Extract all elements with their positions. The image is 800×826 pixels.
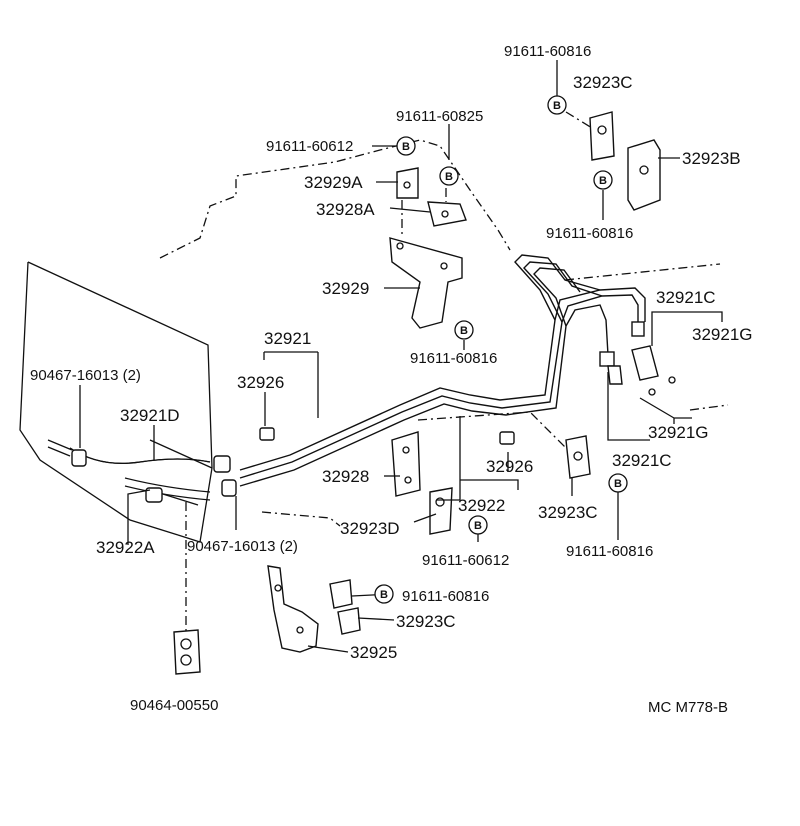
label-90467-16013-bot: 90467-16013 (2) <box>187 538 298 555</box>
label-32921: 32921 <box>264 329 311 348</box>
label-32929: 32929 <box>322 279 369 298</box>
label-32928: 32928 <box>322 467 369 486</box>
clamp-90464-00550 <box>173 629 201 675</box>
label-32926-left: 32926 <box>237 373 284 392</box>
hose-clamp-left <box>71 449 237 503</box>
label-32921C-top: 32921C <box>656 288 716 307</box>
label-32923B: 32923B <box>682 149 741 168</box>
label-32925: 32925 <box>350 643 397 662</box>
label-32921C-bot: 32921C <box>612 451 672 470</box>
label-32929A: 32929A <box>304 173 363 192</box>
label-32921G-bot: 32921G <box>648 423 709 442</box>
grommet-32926 <box>259 427 515 445</box>
svg-text:B: B <box>553 100 561 112</box>
label-91611-60816-top: 91611-60816 <box>504 43 591 60</box>
svg-text:B: B <box>474 520 482 532</box>
label-91611-60612-top: 91611-60612 <box>266 138 353 155</box>
label-90464-00550: 90464-00550 <box>130 697 218 714</box>
label-91611-60816-br: 91611-60816 <box>566 543 653 560</box>
vehicle-floor-outline <box>159 139 729 640</box>
svg-text:B: B <box>460 325 468 337</box>
bolt-callout-5: B <box>454 320 474 340</box>
bolt-callout-6: B <box>608 473 628 493</box>
label-32921G-top: 32921G <box>692 325 753 344</box>
bolt-callout-3: B <box>396 136 416 156</box>
label-32922A: 32922A <box>96 538 155 557</box>
label-32928A: 32928A <box>316 200 375 219</box>
label-91611-60816-right: 91611-60816 <box>546 225 633 242</box>
label-90467-16013-top: 90467-16013 (2) <box>30 367 141 384</box>
label-32923C-low: 32923C <box>396 612 456 631</box>
leader-lines <box>79 60 723 653</box>
frame-outline <box>19 261 213 543</box>
label-32921D: 32921D <box>120 406 180 425</box>
clip-32923C-right <box>565 435 591 479</box>
label-32922: 32922 <box>458 496 505 515</box>
svg-text:B: B <box>402 141 410 153</box>
guide-32923C-top <box>565 111 593 129</box>
label-32923D: 32923D <box>340 519 400 538</box>
bracket-32923B <box>627 139 661 211</box>
svg-text:B: B <box>445 171 453 183</box>
label-32923C-right: 32923C <box>538 503 598 522</box>
label-91611-60816-mid: 91611-60816 <box>410 350 497 367</box>
svg-text:B: B <box>614 478 622 490</box>
label-91611-60612-bot: 91611-60612 <box>422 552 509 569</box>
bracket-32929 <box>389 237 463 329</box>
label-91611-60816-low: 91611-60816 <box>402 588 489 605</box>
flex-hose-32921D <box>47 439 211 501</box>
grommet-32928A <box>427 201 467 227</box>
bolt-callout-4: B <box>439 166 459 186</box>
bracket-32928 <box>391 431 421 497</box>
bolt-callout-8: B <box>374 584 394 604</box>
bracket-32925 <box>267 565 319 653</box>
clip-32923C-top <box>589 111 615 161</box>
svg-text:B: B <box>599 175 607 187</box>
svg-text:B: B <box>380 589 388 601</box>
label-91611-60825: 91611-60825 <box>396 108 483 125</box>
clip-32923D <box>429 487 453 535</box>
diagram-code: MC M778-B <box>648 699 728 716</box>
bolt-callout-1: B <box>547 95 567 115</box>
bolt-callout-7: B <box>468 515 488 535</box>
bolt-callout-2: B <box>593 170 613 190</box>
clip-32923C-low <box>329 579 361 635</box>
clip-32929A <box>396 167 419 199</box>
label-32926-right: 32926 <box>486 457 533 476</box>
union-fittings <box>599 321 676 396</box>
brake-tube-bundle <box>239 254 646 487</box>
label-32923C-top: 32923C <box>573 73 633 92</box>
part-labels: 91611-60816 32923C 32923B 91611-60816 91… <box>30 43 753 716</box>
